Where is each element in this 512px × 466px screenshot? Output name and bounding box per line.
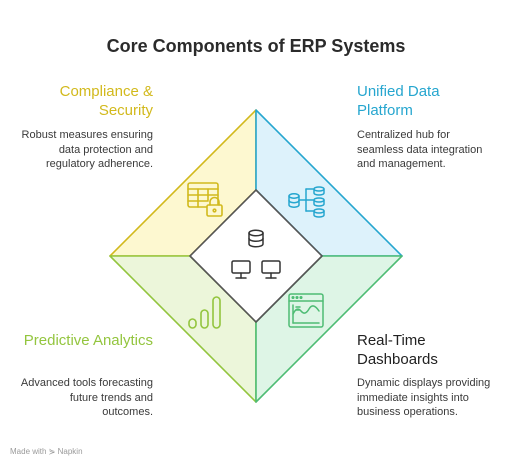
predictive-description: Advanced tools forecasting future trends… (20, 377, 153, 418)
dashboard-icon (288, 293, 324, 328)
made-with-napkin-footer[interactable]: Made with ⋟ Napkin (10, 447, 83, 456)
database-network-icon (288, 186, 325, 218)
bar-chart-icon (188, 296, 221, 329)
compliance-heading: Compliance & Security (59, 83, 153, 119)
page-title: Core Components of ERP Systems (106, 36, 406, 56)
predictive-heading: Predictive Analytics (23, 332, 153, 349)
database-computers-icon (231, 229, 281, 279)
realtime-description: Dynamic displays providing immediate ins… (357, 377, 491, 418)
center-diamond (189, 189, 323, 323)
unified-data-heading: Unified Data Platform (357, 83, 440, 119)
unified-data-description: Centralized hub for seamless data integr… (357, 129, 483, 170)
compliance-description: Robust measures ensuring data protection… (21, 129, 153, 170)
realtime-heading: Real-Time Dashboards (357, 332, 438, 368)
table-lock-icon (187, 182, 223, 217)
